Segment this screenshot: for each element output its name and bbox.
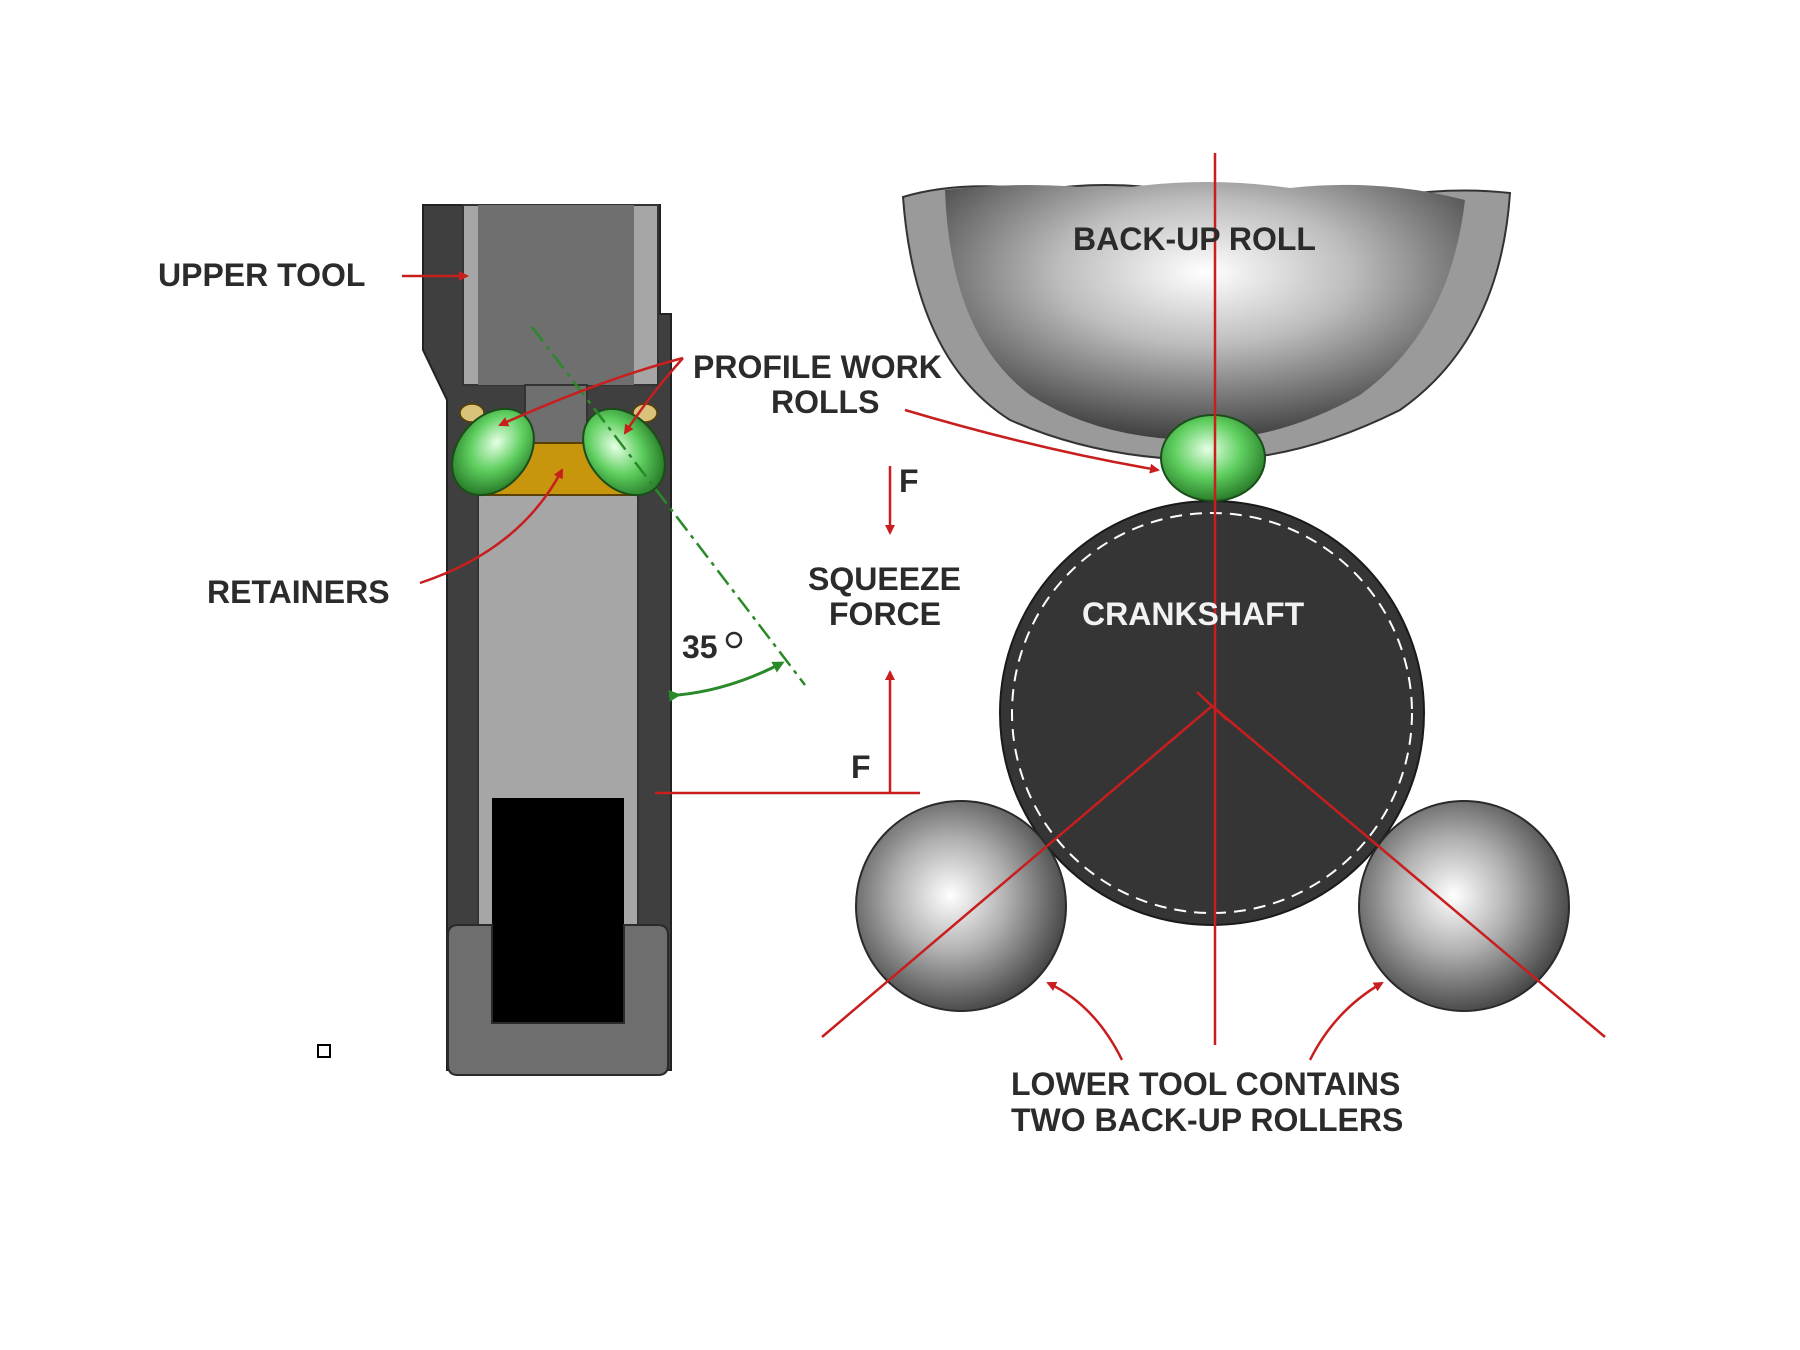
upper-tool-stem	[524, 384, 588, 446]
crankshaft	[999, 500, 1425, 926]
tool-bottom-holder	[447, 924, 669, 1076]
lower-tool-arrow-left	[1046, 981, 1124, 1061]
center-line-left	[821, 705, 1213, 1038]
rolls-assembly	[821, 153, 1606, 1045]
back-up-roll	[945, 181, 1465, 440]
profile-work-roll	[1160, 414, 1266, 502]
tool-black-insert	[492, 798, 624, 1023]
text-labels: UPPER TOOL PROFILE WORK ROLLS RETAINERS …	[158, 221, 1403, 1138]
center-cross	[1196, 691, 1228, 721]
label-lower-tool-1: LOWER TOOL CONTAINS	[1011, 1066, 1400, 1102]
label-upper-tool: UPPER TOOL	[158, 257, 365, 293]
degree-symbol	[725, 631, 743, 649]
small-square-marker	[317, 1044, 331, 1058]
label-profile-work-rolls-1: PROFILE WORK	[693, 349, 942, 385]
label-retainers: RETAINERS	[207, 574, 390, 610]
lower-tool-arrow-right	[1308, 981, 1384, 1061]
lower-back-up-roller-right	[1358, 800, 1570, 1012]
label-profile-work-rolls-2: ROLLS	[771, 384, 879, 420]
angle-arc	[668, 661, 785, 702]
label-squeeze-force-1: SQUEEZE	[808, 561, 961, 597]
label-angle-value: 35	[682, 629, 718, 665]
label-squeeze-force-2: FORCE	[829, 596, 941, 632]
profile-rolls-arrow-to-right-roll	[904, 408, 1160, 474]
label-lower-tool-2: TWO BACK-UP ROLLERS	[1011, 1102, 1403, 1138]
profile-rolls-arrow-right	[623, 357, 684, 435]
roll-axis-line	[531, 326, 806, 686]
label-back-up-roll: BACK-UP ROLL	[1073, 221, 1316, 257]
center-line-right	[1211, 705, 1606, 1038]
label-crankshaft: CRANKSHAFT	[1082, 596, 1305, 632]
label-force-top: F	[899, 463, 919, 499]
crankshaft-dashed-outline	[1011, 512, 1413, 914]
lower-back-up-roller-left	[855, 800, 1067, 1012]
annotation-arrows	[402, 271, 1384, 1061]
upper-tool-inner	[478, 205, 634, 385]
angle-label: 35	[682, 629, 743, 665]
tool-cross-section	[317, 204, 806, 1076]
retainers-arrow	[419, 468, 564, 585]
label-force-bottom: F	[851, 749, 871, 785]
profile-rolls-arrow-left	[498, 356, 684, 427]
